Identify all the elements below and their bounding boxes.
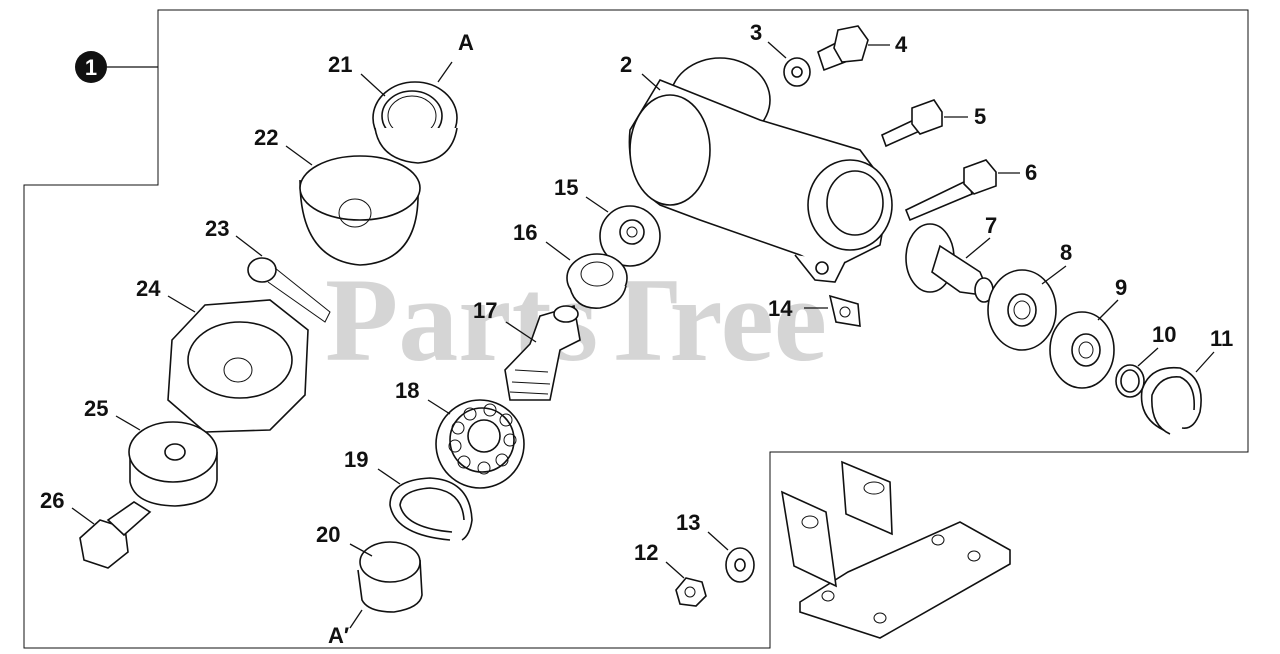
assembly-ref-badge: 1 [75, 51, 158, 83]
part-16-pinion [566, 253, 628, 309]
callout-8: 8 [1060, 240, 1072, 265]
part-12-nut [675, 577, 707, 607]
callout-16: 16 [513, 220, 537, 245]
callout-22: 22 [254, 125, 278, 150]
part-15-bearing [599, 205, 661, 267]
part-22-cup [299, 155, 421, 266]
marker-a: A [458, 30, 474, 55]
part-21-bearing [372, 81, 458, 164]
part-7-gear-shaft [905, 223, 994, 303]
callout-20: 20 [316, 522, 340, 547]
marker-a-prime: A′ [328, 623, 349, 648]
part-10-ring [1115, 364, 1145, 398]
part-25-washer [128, 421, 218, 507]
svg-text:1: 1 [85, 55, 97, 80]
callout-23: 23 [205, 216, 229, 241]
part-20-sleeve [357, 541, 423, 613]
callout-17: 17 [473, 298, 497, 323]
callout-9: 9 [1115, 275, 1127, 300]
part-5-screw [880, 99, 943, 148]
part-6-screw [904, 159, 997, 222]
part-9-bearing [1049, 311, 1115, 389]
callout-11: 11 [1210, 326, 1233, 351]
assembly-outline [23, 9, 1249, 649]
callout-18: 18 [395, 378, 419, 403]
callout-15: 15 [554, 175, 578, 200]
part-13-washer [725, 547, 755, 583]
part-23-pin [247, 257, 331, 323]
callout-19: 19 [344, 447, 368, 472]
part-18-ball-bearing [435, 399, 525, 489]
part-3-washer [783, 57, 811, 87]
callout-26: 26 [40, 488, 64, 513]
callout-10: 10 [1152, 322, 1176, 347]
marker-a-prime-leader [349, 609, 363, 629]
part-24-housing [167, 299, 309, 433]
marker-a-leader [437, 61, 453, 83]
callout-12: 12 [634, 540, 658, 565]
callout-25: 25 [84, 396, 108, 421]
mounting-bracket [780, 460, 1011, 639]
part-17-shaft [504, 304, 581, 401]
callout-21: 21 [328, 52, 352, 77]
callout-2: 2 [620, 52, 632, 77]
callout-7: 7 [985, 213, 997, 238]
callout-13: 13 [676, 510, 700, 535]
part-11-circlip [1140, 366, 1202, 435]
callout-4: 4 [895, 32, 908, 57]
callout-24: 24 [136, 276, 161, 301]
part-14-clip [828, 294, 861, 327]
part-26-bolt [79, 501, 152, 569]
part-4-bolt [817, 25, 869, 72]
callout-3: 3 [750, 20, 762, 45]
callout-5: 5 [974, 104, 986, 129]
part-2-gear-case [628, 57, 893, 283]
part-19-snap-ring [389, 477, 473, 541]
callout-6: 6 [1025, 160, 1037, 185]
callout-14: 14 [768, 296, 793, 321]
part-8-bearing [987, 269, 1057, 351]
